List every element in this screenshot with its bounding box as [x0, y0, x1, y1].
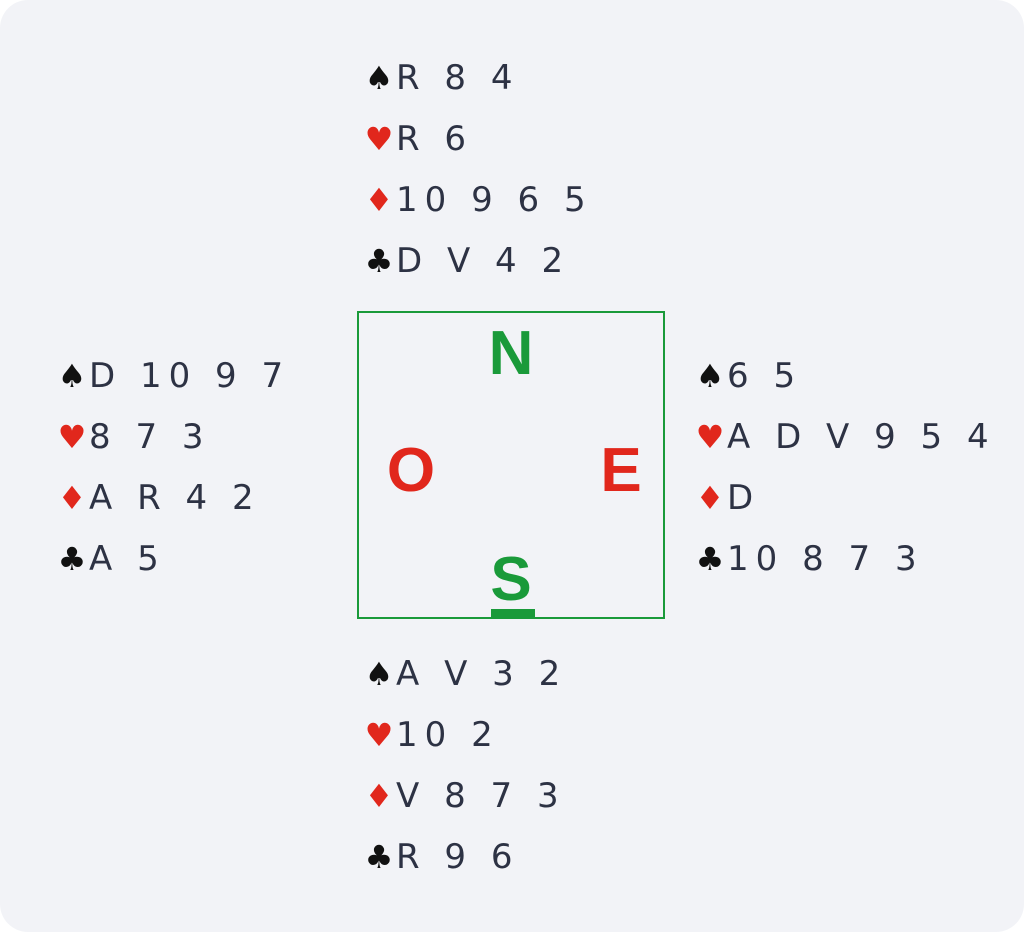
- heart-icon: ♥: [364, 120, 394, 158]
- east-spades-row: ♠ 6 5: [693, 356, 802, 396]
- east-diamonds-row: ♦ D: [693, 478, 760, 518]
- south-spades-row: ♠ A V 3 2: [362, 654, 567, 694]
- club-icon: ♣: [695, 540, 725, 578]
- heart-icon: ♥: [364, 716, 394, 754]
- west-spades-cards: D 10 9 7: [89, 356, 291, 396]
- west-hearts-row: ♥ 8 7 3: [55, 417, 211, 457]
- diamond-icon: ♦: [364, 181, 394, 219]
- north-hearts-row: ♥ R 6: [362, 119, 473, 159]
- north-diamonds-cards: 10 9 6 5: [396, 180, 593, 220]
- east-hearts-cards: A D V 9 5 4: [727, 417, 996, 457]
- compass-west: O: [386, 436, 436, 505]
- west-hearts-cards: 8 7 3: [89, 417, 211, 457]
- club-icon: ♣: [364, 838, 394, 876]
- east-hearts-row: ♥ A D V 9 5 4: [693, 417, 996, 457]
- diamond-icon: ♦: [364, 777, 394, 815]
- compass-east: E: [600, 436, 642, 505]
- heart-icon: ♥: [57, 418, 87, 456]
- west-diamonds-cards: A R 4 2: [89, 478, 261, 518]
- south-spades-cards: A V 3 2: [396, 654, 568, 694]
- south-diamonds-row: ♦ V 8 7 3: [362, 776, 566, 816]
- club-icon: ♣: [57, 540, 87, 578]
- south-hearts-row: ♥ 10 2: [362, 715, 500, 755]
- south-diamonds-cards: V 8 7 3: [396, 776, 566, 816]
- east-clubs-row: ♣ 10 8 7 3: [693, 539, 924, 579]
- spade-icon: ♠: [695, 357, 725, 395]
- east-spades-cards: 6 5: [727, 356, 803, 396]
- north-clubs-row: ♣ D V 4 2: [362, 241, 570, 281]
- north-spades-row: ♠ R 8 4: [362, 58, 520, 98]
- diamond-icon: ♦: [695, 479, 725, 517]
- east-diamonds-cards: D: [727, 478, 761, 518]
- spade-icon: ♠: [364, 59, 394, 97]
- dealer-indicator: [491, 609, 535, 618]
- west-spades-row: ♠ D 10 9 7: [55, 356, 290, 396]
- east-clubs-cards: 10 8 7 3: [727, 539, 924, 579]
- compass-box: N O E S: [357, 311, 665, 619]
- spade-icon: ♠: [57, 357, 87, 395]
- compass-north: N: [488, 319, 534, 388]
- north-hearts-cards: R 6: [396, 119, 474, 159]
- diamond-icon: ♦: [57, 479, 87, 517]
- spade-icon: ♠: [364, 655, 394, 693]
- north-spades-cards: R 8 4: [396, 58, 520, 98]
- south-clubs-cards: R 9 6: [396, 837, 520, 877]
- compass-south: S: [490, 545, 532, 614]
- south-clubs-row: ♣ R 9 6: [362, 837, 520, 877]
- club-icon: ♣: [364, 242, 394, 280]
- west-diamonds-row: ♦ A R 4 2: [55, 478, 261, 518]
- north-diamonds-row: ♦ 10 9 6 5: [362, 180, 593, 220]
- heart-icon: ♥: [695, 418, 725, 456]
- west-clubs-cards: A 5: [89, 539, 166, 579]
- west-clubs-row: ♣ A 5: [55, 539, 166, 579]
- south-hearts-cards: 10 2: [396, 715, 500, 755]
- north-clubs-cards: D V 4 2: [396, 241, 571, 281]
